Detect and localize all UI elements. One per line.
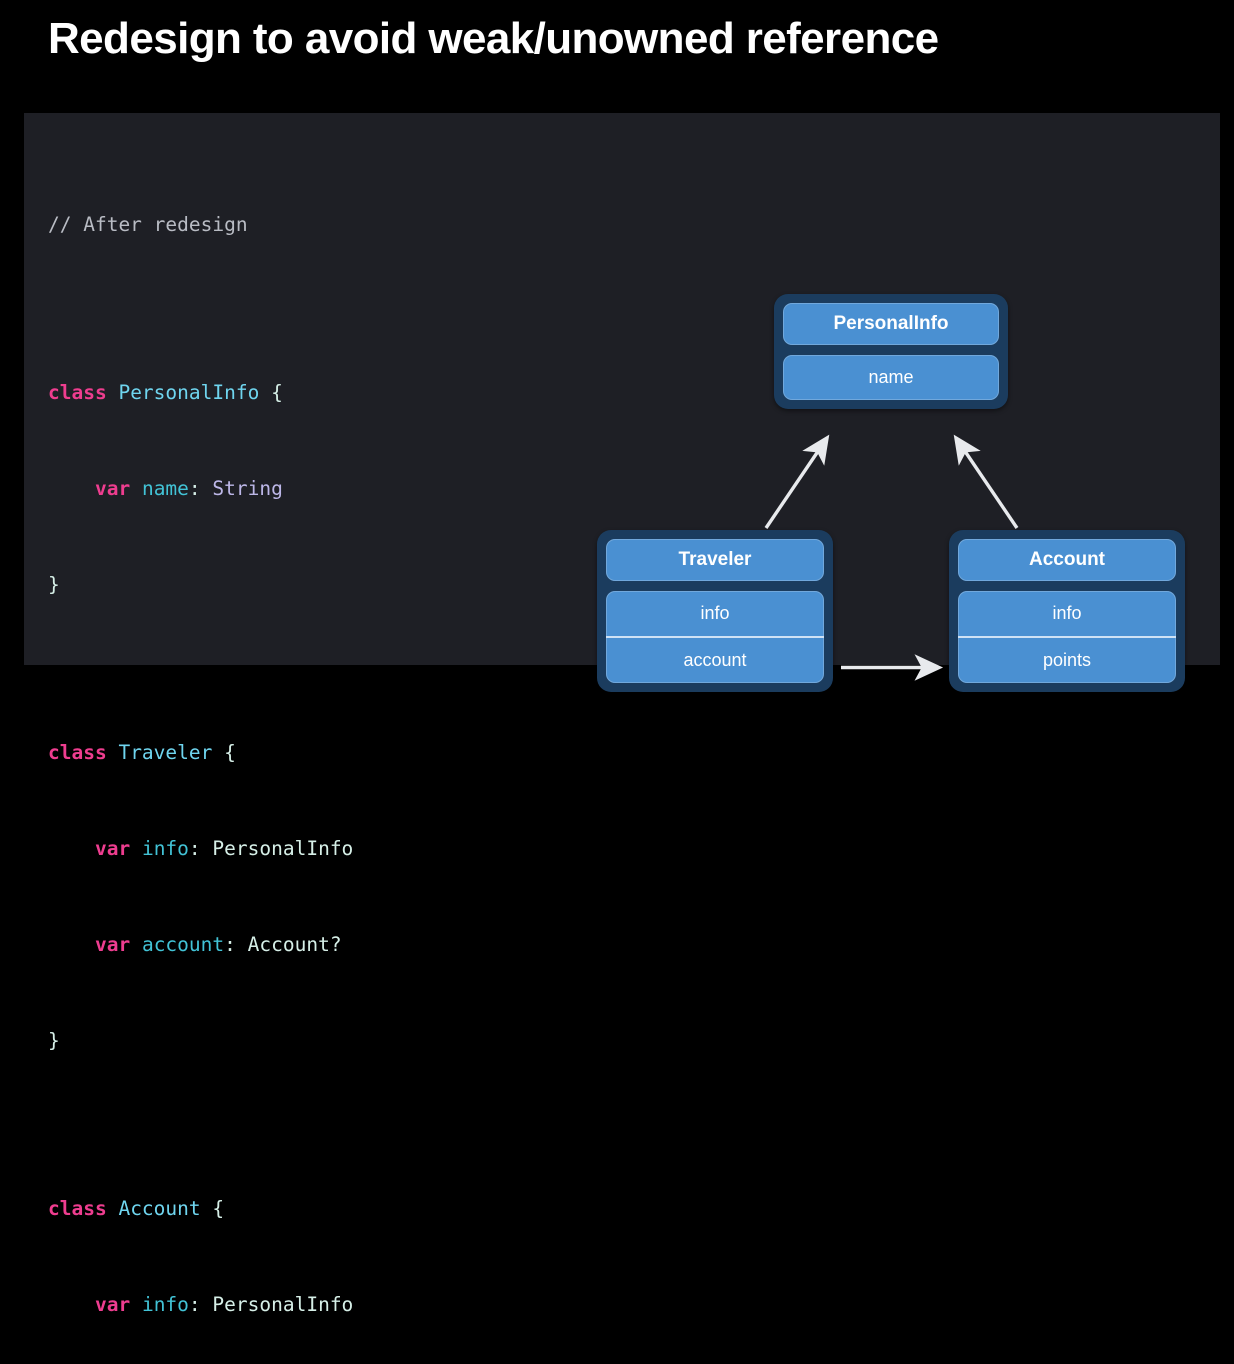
code-token-brace: { [271,381,283,404]
object-box-account[interactable]: Account info points [949,530,1185,692]
code-line-blank [48,1101,353,1125]
diagram-arrows [764,434,1019,681]
object-box-members: info account [606,591,824,683]
code-token-colon: : [224,933,236,956]
code-line-var-name: var name: String [48,477,353,501]
code-token-brace: { [224,741,236,764]
member-row: account [606,636,824,683]
object-box-title: PersonalInfo [783,303,999,345]
code-line-class-account: class Account { [48,1197,353,1221]
code-token-property: name [141,477,189,500]
code-line-comment: // After redesign [48,213,353,237]
code-token-keyword: class [48,1197,107,1220]
code-line-var-info-account: var info: PersonalInfo [48,1293,353,1317]
code-line-var-info-traveler: var info: PersonalInfo [48,837,353,861]
code-token-type: String [212,477,283,500]
code-token-type: PersonalInfo [212,837,354,860]
code-token-classname: Traveler [118,741,213,764]
code-token-keyword: class [48,381,107,404]
code-token-colon: : [188,1293,201,1316]
arrow-traveler-to-personalinfo [764,434,830,529]
member-row: info [1052,603,1082,623]
code-line-class-traveler: class Traveler { [48,741,353,765]
code-token-colon: : [188,837,201,860]
object-box-traveler[interactable]: Traveler info account [597,530,833,692]
page-title: Redesign to avoid weak/unowned reference [48,14,939,63]
member-row: info [700,603,730,623]
content-panel: // After redesign class PersonalInfo { v… [24,113,1220,1316]
member-row: name [868,367,914,387]
object-box-title: Account [958,539,1176,581]
code-token-property: info [141,1293,189,1316]
code-token-keyword: var [94,933,131,956]
object-graph-diagram: PersonalInfo name Traveler info account … [544,113,1220,692]
code-token-property: info [141,837,189,860]
code-token-keyword: var [94,1293,131,1316]
code-token-classname: Account [118,1197,201,1220]
code-token-type: PersonalInfo [212,1293,354,1316]
code-token-brace: } [48,573,60,596]
code-token-property: account [141,933,225,956]
arrow-account-to-personalinfo [953,434,1019,529]
code-line-close-traveler: } [48,1029,353,1053]
object-box-title: Traveler [606,539,824,581]
code-token-keyword: class [48,741,107,764]
code-token-classname: PersonalInfo [118,381,260,404]
code-token-keyword: var [94,477,131,500]
code-line-blank [48,645,353,669]
member-row: points [958,636,1176,683]
code-token-brace: } [48,1029,60,1052]
object-box-personalinfo[interactable]: PersonalInfo name [774,294,1008,409]
code-line-class-personalinfo: class PersonalInfo { [48,381,353,405]
code-block: // After redesign class PersonalInfo { v… [48,141,353,1364]
code-token-brace: { [212,1197,225,1220]
code-line-blank [48,285,353,309]
code-token-type: Account? [247,933,342,956]
object-box-members: info points [958,591,1176,683]
code-line-var-account: var account: Account? [48,933,353,957]
code-token-keyword: var [94,837,131,860]
code-token-colon: : [188,477,201,500]
code-line-close-personalinfo: } [48,573,353,597]
object-box-members: name [783,355,999,400]
code-token-comment: // After redesign [48,213,248,236]
